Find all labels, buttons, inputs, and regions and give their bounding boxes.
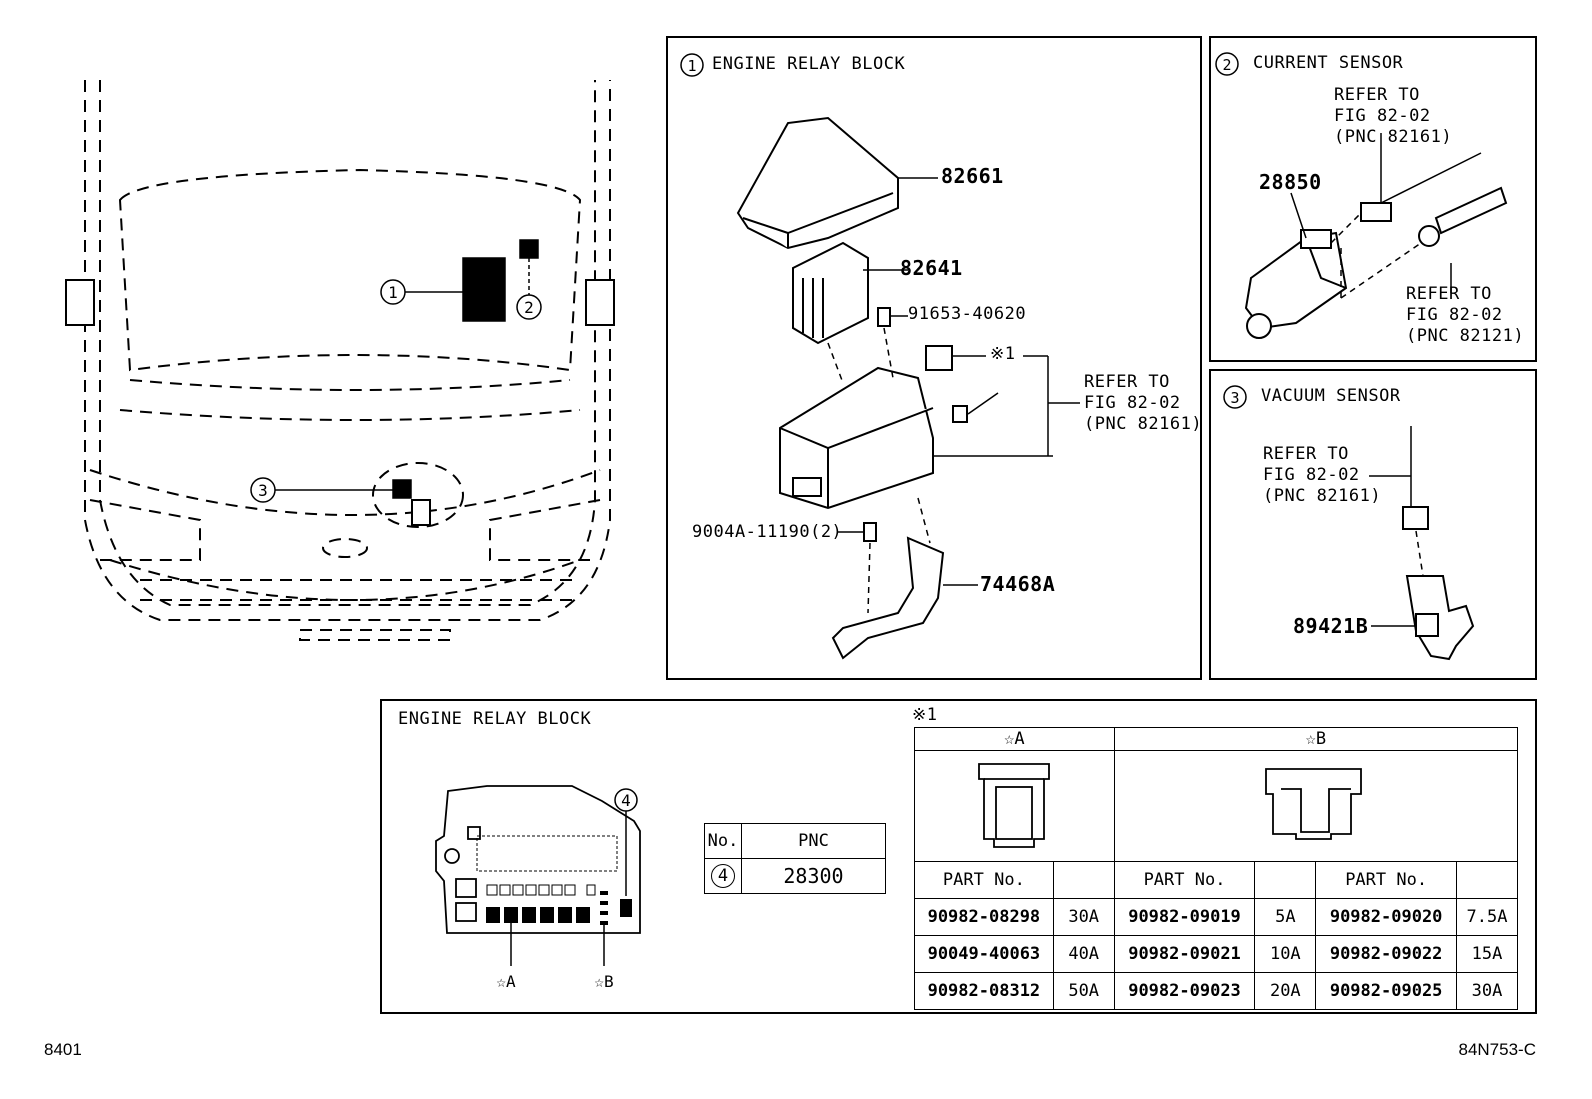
bottom-panel-title: ENGINE RELAY BLOCK bbox=[398, 709, 592, 729]
svg-text:3: 3 bbox=[1230, 389, 1239, 407]
fuse-b-illustration bbox=[1113, 750, 1519, 862]
pnc-table: No. PNC 4 28300 bbox=[704, 823, 886, 894]
note-1-mark: ※1 bbox=[912, 705, 938, 725]
part-9004a-11190-label: 9004A-11190(2) bbox=[692, 522, 843, 542]
locator-marker-2: 2 bbox=[524, 298, 534, 317]
star-a-label: ☆A bbox=[496, 972, 516, 991]
relay-block-top-view: 4 ☆A ☆B bbox=[435, 785, 641, 991]
part-74468a-label: 74468A bbox=[980, 572, 1056, 596]
vacuum-refer-line-2: FIG 82-02 bbox=[1263, 465, 1360, 485]
note-1-label: ※1 bbox=[990, 344, 1016, 364]
fuse-b-icon bbox=[1264, 767, 1362, 840]
part-89421b-label: 89421B bbox=[1293, 614, 1369, 638]
fuse-group-b-header: ☆B bbox=[1113, 727, 1519, 751]
current-refer-b-line-3: (PNC 82121) bbox=[1406, 326, 1525, 346]
vehicle-locator-diagram: 1 2 3 bbox=[65, 80, 615, 641]
part-28850-label: 28850 bbox=[1259, 170, 1322, 194]
footer-right-code: 84N753-C bbox=[1458, 1040, 1537, 1059]
current-sensor-location-marker bbox=[519, 239, 539, 259]
fuse-table-row: 90982-08312 50A 90982-09023 20A 90982-09… bbox=[914, 972, 1518, 1010]
panel-3-title: VACUUM SENSOR bbox=[1261, 386, 1401, 406]
vacuum-refer-line-3: (PNC 82161) bbox=[1263, 486, 1382, 506]
current-sensor-exploded-view: 2 bbox=[1215, 52, 1508, 339]
current-refer-a-line-1: REFER TO bbox=[1334, 85, 1420, 105]
part-82641-label: 82641 bbox=[900, 256, 963, 280]
current-refer-a-line-2: FIG 82-02 bbox=[1334, 106, 1431, 126]
svg-text:4: 4 bbox=[621, 791, 631, 810]
fuse-part-no-header-a: PART No. bbox=[914, 861, 1054, 899]
pnc-row-no: 4 bbox=[711, 864, 735, 888]
relay-refer-line-3: (PNC 82161) bbox=[1084, 414, 1203, 434]
fuse-a-icon bbox=[978, 762, 1051, 848]
fuse-table-row: 90049-40063 40A 90982-09021 10A 90982-09… bbox=[914, 935, 1518, 973]
vacuum-sensor-location-marker bbox=[392, 479, 412, 499]
vacuum-sensor-panel: 3 VACUUM SENSOR REFER TO FIG 82-02 (PNC … bbox=[1209, 369, 1537, 680]
fuse-group-a-header: ☆A bbox=[914, 727, 1115, 751]
locator-marker-3: 3 bbox=[258, 481, 268, 500]
fuse-a-illustration bbox=[914, 750, 1115, 862]
current-refer-b-line-1: REFER TO bbox=[1406, 284, 1492, 304]
pnc-row-value: 28300 bbox=[741, 858, 886, 894]
panel-2-title: CURRENT SENSOR bbox=[1253, 53, 1404, 73]
fuse-table: ☆A ☆B bbox=[914, 727, 1519, 1010]
svg-text:2: 2 bbox=[1222, 56, 1231, 74]
svg-text:1: 1 bbox=[687, 57, 696, 75]
relay-block-location-marker bbox=[462, 257, 506, 322]
panel-1-title: ENGINE RELAY BLOCK bbox=[712, 54, 906, 74]
engine-relay-block-panel: 1 bbox=[666, 36, 1202, 680]
engine-relay-block-exploded-view: 1 bbox=[680, 53, 1080, 660]
footer-left-code: 8401 bbox=[44, 1040, 82, 1059]
locator-marker-1: 1 bbox=[388, 283, 398, 302]
fuse-part-no-header-b2: PART No. bbox=[1315, 861, 1457, 899]
current-refer-b-line-2: FIG 82-02 bbox=[1406, 305, 1503, 325]
part-91653-40620-label: 91653-40620 bbox=[908, 304, 1027, 324]
current-sensor-panel: 2 CURRENT SENSOR REFER TO FIG 82-02 (PNC… bbox=[1209, 36, 1537, 362]
vacuum-refer-line-1: REFER TO bbox=[1263, 444, 1349, 464]
current-refer-a-line-3: (PNC 82161) bbox=[1334, 127, 1453, 147]
pnc-header-pnc: PNC bbox=[741, 823, 886, 859]
relay-refer-line-1: REFER TO bbox=[1084, 372, 1170, 392]
pnc-header-no: No. bbox=[704, 823, 742, 859]
star-b-label: ☆B bbox=[594, 972, 613, 991]
relay-block-fuse-panel: ENGINE RELAY BLOCK bbox=[380, 699, 1537, 1014]
part-82661-label: 82661 bbox=[941, 164, 1004, 188]
fuse-table-row: 90982-08298 30A 90982-09019 5A 90982-090… bbox=[914, 898, 1518, 936]
relay-refer-line-2: FIG 82-02 bbox=[1084, 393, 1181, 413]
vacuum-sensor-exploded-view: 3 bbox=[1223, 385, 1475, 661]
fuse-part-no-header-b1: PART No. bbox=[1113, 861, 1256, 899]
